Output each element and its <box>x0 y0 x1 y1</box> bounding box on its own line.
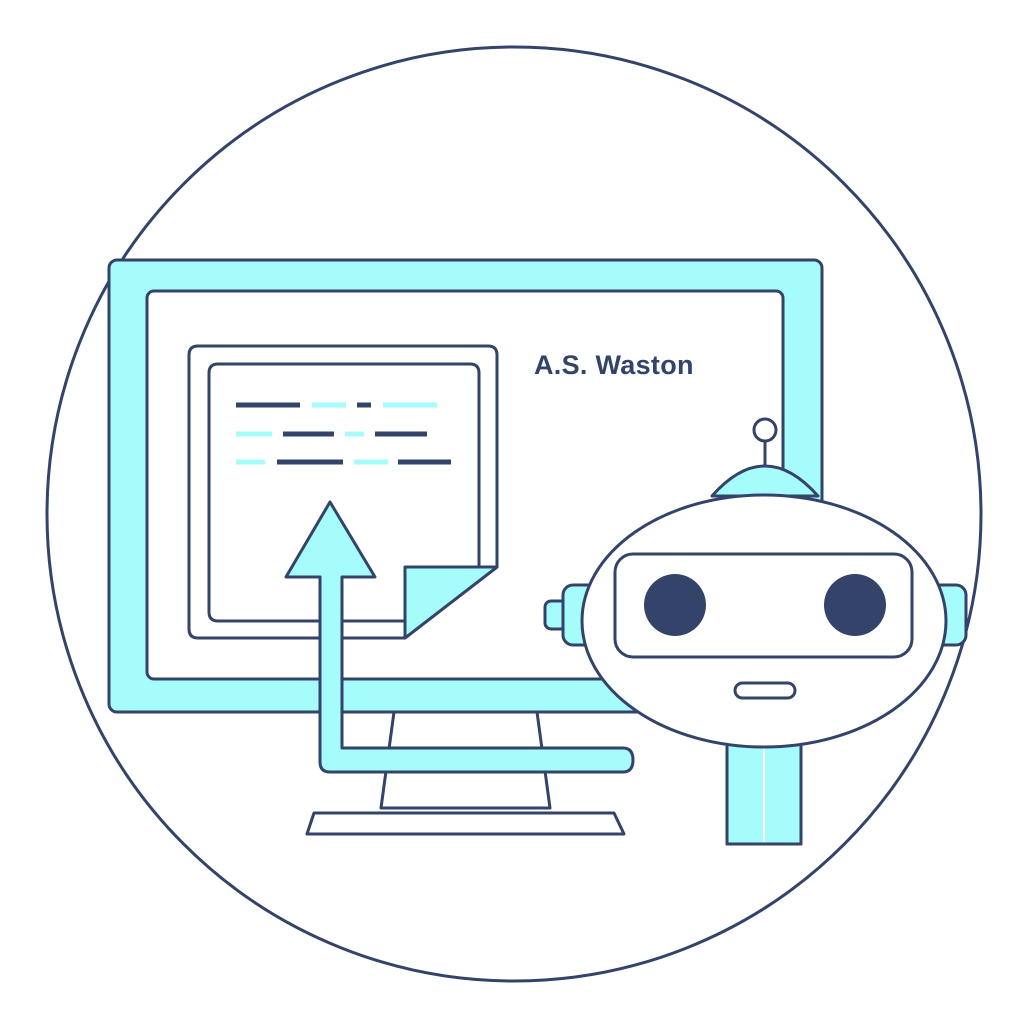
robot-dome <box>710 464 820 498</box>
monitor-base <box>305 811 626 836</box>
upload-arrow-icon <box>284 500 635 774</box>
robot-eye-right <box>824 574 886 636</box>
document-icon <box>187 344 499 640</box>
document-inner <box>207 362 481 623</box>
robot-mouth <box>733 681 797 700</box>
robot-antenna-ball <box>752 417 778 443</box>
document-text-lines <box>236 402 451 465</box>
document-fold <box>403 565 499 640</box>
screen-title: A.S. Waston <box>534 350 694 380</box>
robot-icon <box>543 417 968 846</box>
robot-eye-left <box>644 574 706 636</box>
